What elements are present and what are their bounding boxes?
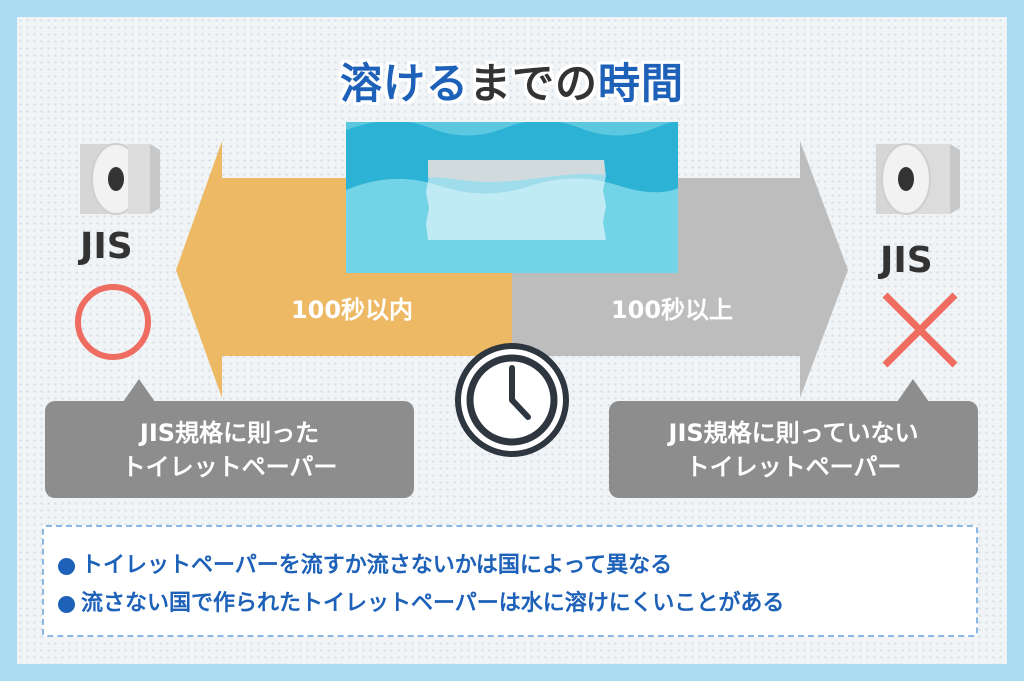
note-item: 流さない国で作られたトイレットペーパーは水に溶けにくいことがある bbox=[56, 585, 976, 623]
water-tank-icon bbox=[346, 122, 678, 273]
right-bubble-tail bbox=[897, 379, 929, 402]
left-arrow-label: 100秒以内 bbox=[290, 296, 414, 324]
title-part-3: 時間 bbox=[598, 59, 685, 108]
right-jis-label: JIS bbox=[880, 240, 933, 281]
right-bubble-line-2: トイレットペーパー bbox=[685, 452, 902, 481]
title-part-1: 溶ける bbox=[339, 59, 469, 108]
note-item: トイレットペーパーを流すか流さないかは国によって異なる bbox=[56, 547, 976, 585]
cross-mark-icon bbox=[882, 292, 958, 368]
right-speech-bubble: JIS規格に則っていない トイレットペーパー bbox=[609, 379, 978, 498]
right-arrow-label: 100秒以上 bbox=[610, 296, 734, 324]
left-jis-label: JIS bbox=[80, 226, 133, 267]
clock-icon bbox=[455, 343, 569, 457]
right-bubble-line-1: JIS規格に則っていない bbox=[668, 418, 919, 447]
left-bubble-tail bbox=[123, 379, 155, 402]
bullet-icon bbox=[58, 557, 75, 575]
circle-mark-icon bbox=[75, 284, 151, 360]
toilet-roll-icon-right bbox=[876, 143, 960, 215]
note-text-2: 流さない国で作られたトイレットペーパーは水に溶けにくいことがある bbox=[81, 591, 785, 616]
title-part-2: までの bbox=[468, 59, 598, 108]
bullet-icon bbox=[58, 595, 75, 613]
left-speech-bubble: JIS規格に則った トイレットペーパー bbox=[45, 379, 414, 498]
left-bubble-line-2: トイレットペーパー bbox=[121, 452, 338, 481]
page-title: 溶けるまでの時間 bbox=[0, 50, 1024, 111]
left-bubble-line-1: JIS規格に則った bbox=[139, 418, 320, 447]
toilet-roll-icon-left bbox=[80, 143, 160, 215]
note-text-1: トイレットペーパーを流すか流さないかは国によって異なる bbox=[81, 553, 673, 578]
notes-box: トイレットペーパーを流すか流さないかは国によって異なる 流さない国で作られたトイ… bbox=[42, 525, 978, 637]
